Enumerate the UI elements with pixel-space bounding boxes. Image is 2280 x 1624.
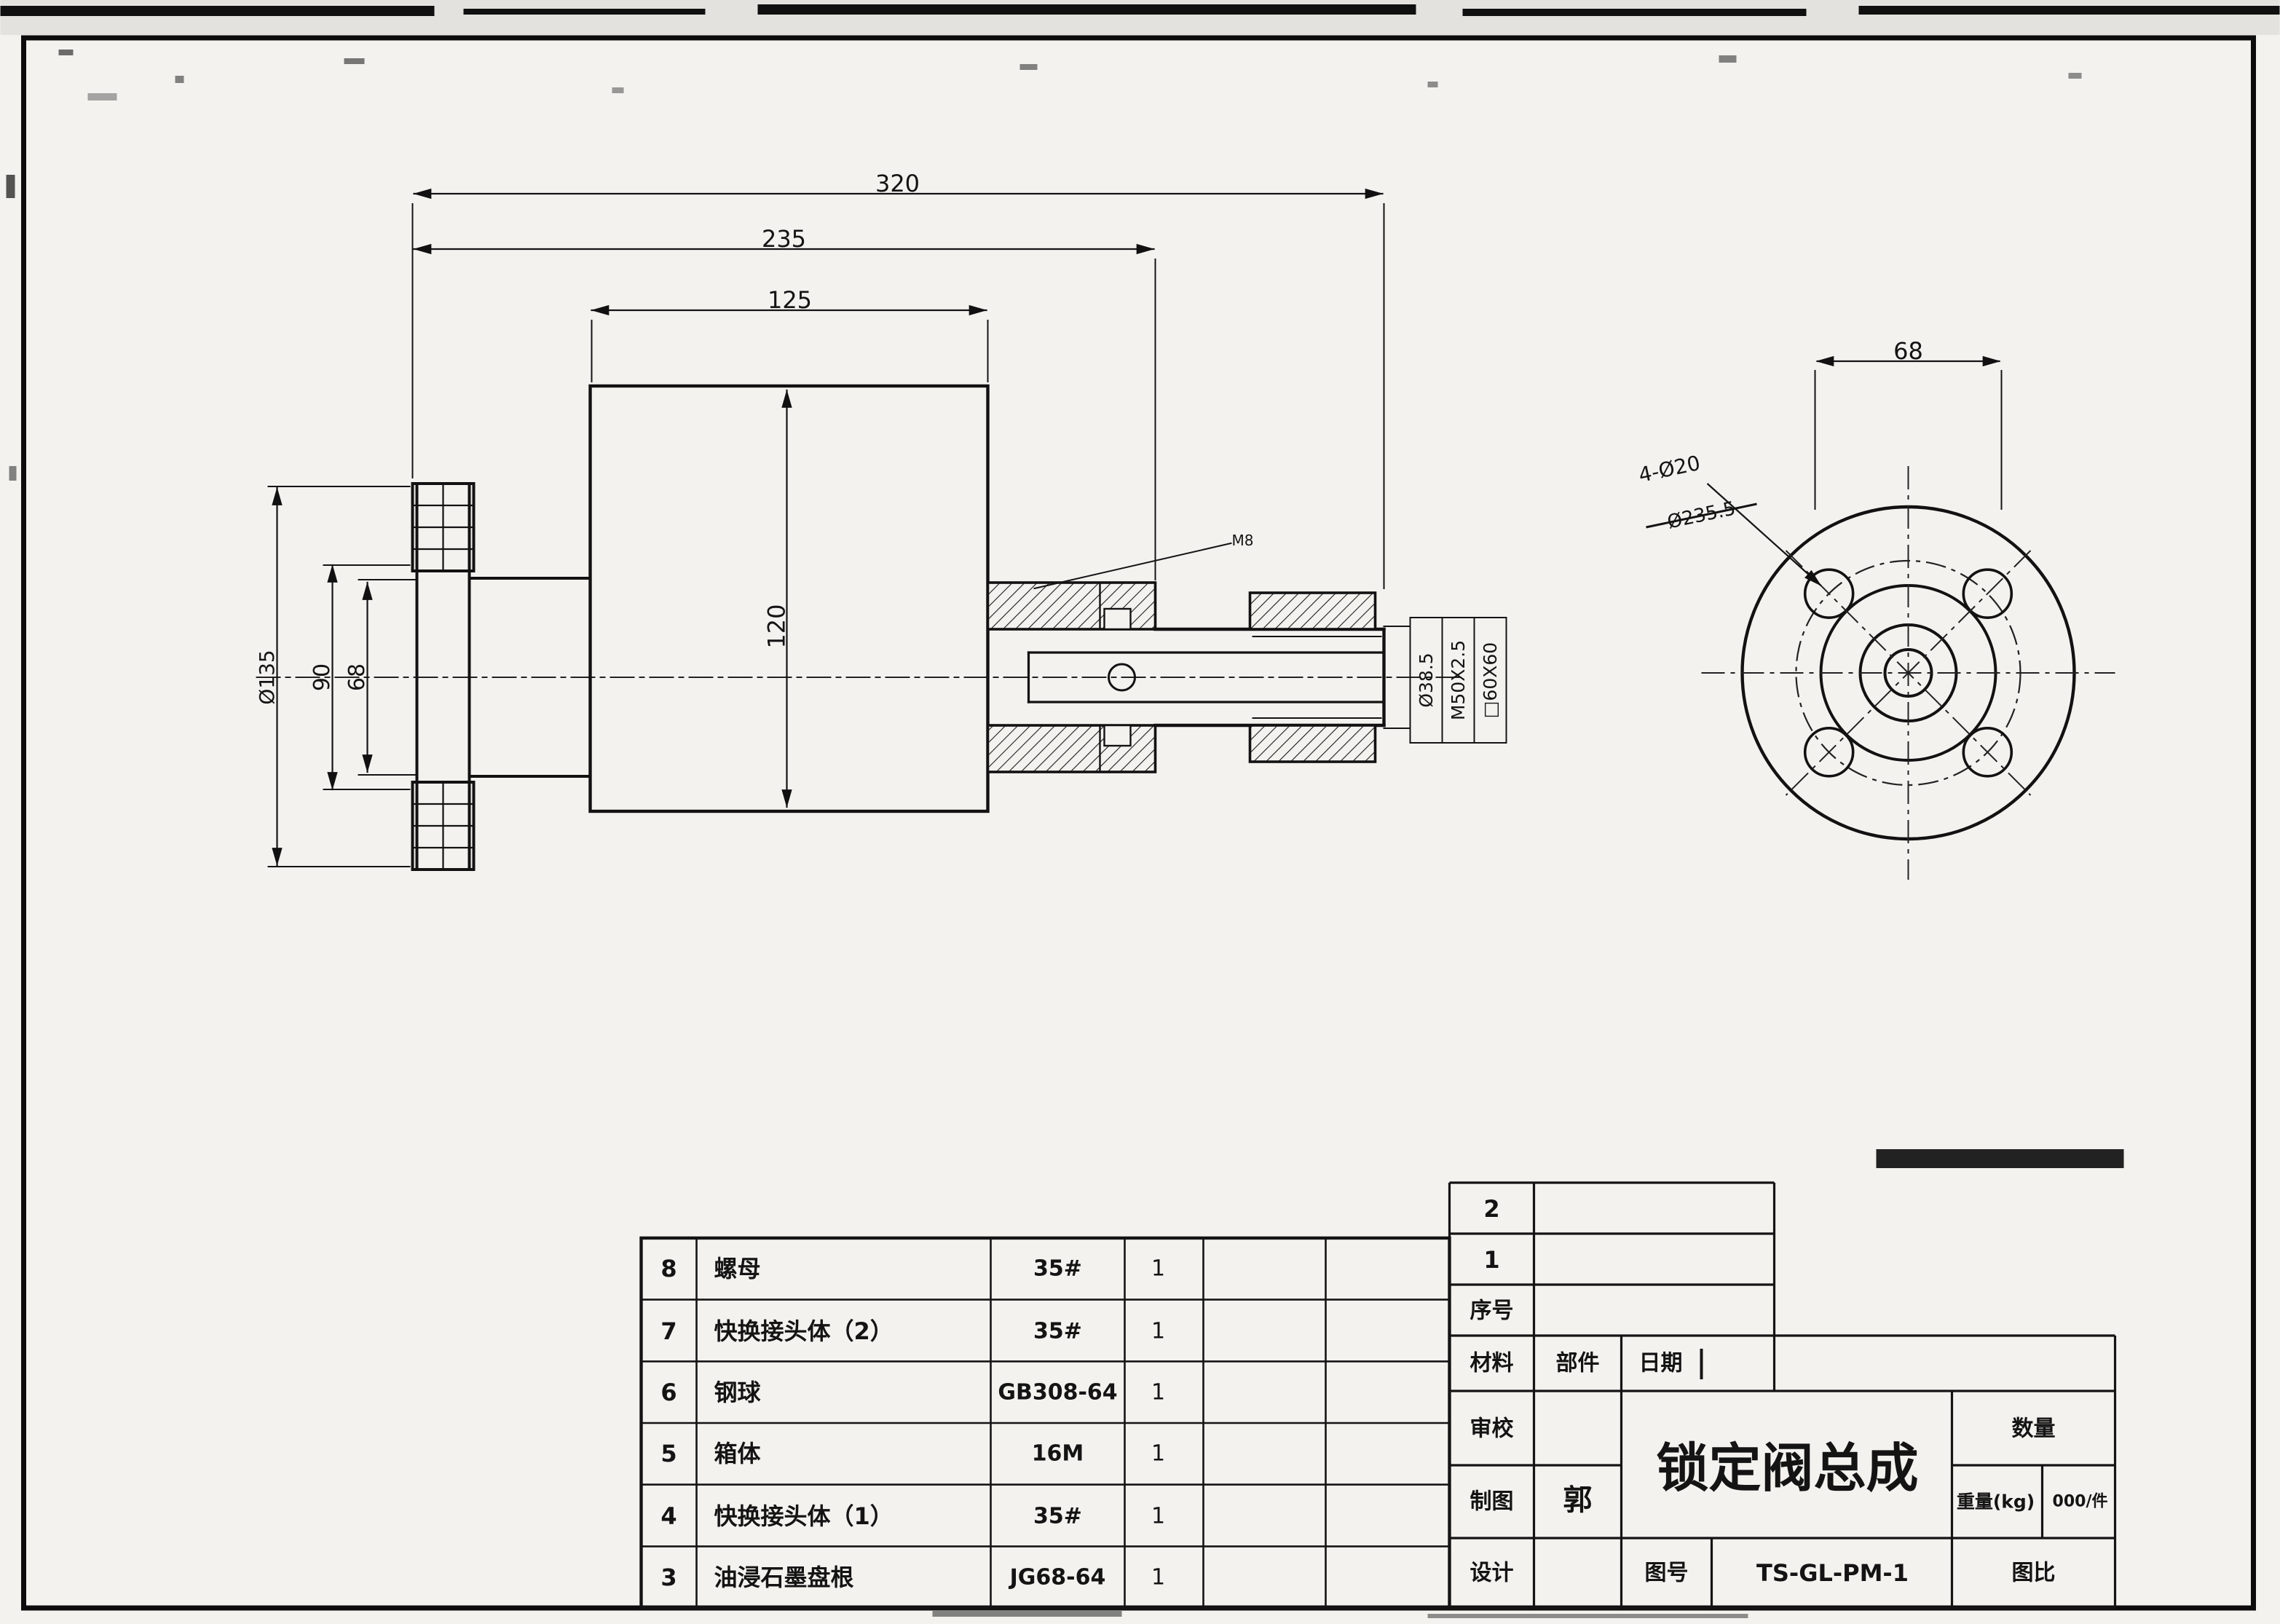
serial-row-2: 2	[1483, 1195, 1499, 1223]
part-no: 7	[660, 1317, 676, 1345]
dim-68-end-label: 68	[1893, 337, 1923, 365]
dim-320-label: 320	[875, 170, 920, 197]
parts-table: 8 螺母 35# 1 7 快换接头体（2） 35# 1 6 钢球 GB308-6…	[639, 1236, 1451, 1610]
part-name: 油浸石墨盘根	[714, 1564, 854, 1591]
part-spec: GB308-64	[998, 1380, 1117, 1406]
quantity-label: 数量	[2012, 1416, 2056, 1442]
dim-120-label: 120	[763, 604, 791, 648]
material-label: 材料	[1470, 1351, 1514, 1376]
connector-assembly	[986, 581, 1386, 773]
m8-leader-label: M8	[1232, 532, 1254, 549]
part-no: 6	[660, 1379, 676, 1406]
parts-table-grid	[641, 1238, 1450, 1608]
dim-flange-135: Ø135	[255, 486, 411, 867]
part-no: 5	[660, 1440, 676, 1467]
part-spec: JG68-64	[1009, 1565, 1106, 1591]
parts-row-7: 7 快换接头体（2） 35# 1	[660, 1317, 1165, 1345]
m8-leader-line	[1033, 542, 1232, 590]
draft-label: 制图	[1470, 1489, 1514, 1515]
part-name: 快换接头体（2）	[714, 1317, 894, 1345]
part-qty: 1	[1151, 1380, 1165, 1406]
drawing-no-label: 图号	[1645, 1561, 1689, 1586]
pipe-end-dims: Ø38.5 M50X2.5 □60X60	[1383, 617, 1507, 744]
drawing-title: 锁定阀总成	[1656, 1438, 1918, 1499]
part-name: 螺母	[714, 1255, 761, 1282]
part-no: 3	[660, 1564, 676, 1591]
draftsman-name: 郭	[1563, 1483, 1593, 1517]
design-label: 设计	[1470, 1561, 1514, 1586]
title-block: 2 1 序号 材料 部件 日期 审校 制图 郭 设计 锁定阀总成 数量 重量(k…	[1448, 1181, 2117, 1609]
dim-125: 125	[591, 286, 989, 382]
weight-label: 重量(kg)	[1957, 1491, 2035, 1513]
dim-pipe-thread-label: M50X2.5	[1448, 640, 1469, 720]
serial-label: 序号	[1470, 1298, 1514, 1324]
dim-235: 235	[413, 225, 1156, 580]
dim-pipe-bore-label: Ø38.5	[1416, 653, 1437, 707]
end-view-centerlines	[1701, 466, 2115, 880]
review-label: 审校	[1470, 1416, 1514, 1442]
parts-row-4: 4 快换接头体（1） 35# 1	[660, 1502, 1165, 1530]
scale-label: 图比	[2012, 1561, 2056, 1586]
drawing-no-value: TS-GL-PM-1	[1756, 1559, 1909, 1587]
side-view: M8 320 235 125 120 Ø135	[255, 170, 1507, 871]
dim-square-section-label: □60X60	[1480, 642, 1501, 718]
parts-row-6: 6 钢球 GB308-64 1	[660, 1379, 1165, 1406]
nut-section-bottom	[1248, 724, 1377, 763]
part-qty: 1	[1151, 1441, 1165, 1467]
parts-row-5: 5 箱体 16M 1	[660, 1440, 1165, 1467]
part-qty: 1	[1151, 1504, 1165, 1529]
part-qty: 1	[1151, 1319, 1165, 1344]
dim-68-left-label: 68	[344, 663, 370, 691]
part-name: 钢球	[714, 1379, 762, 1406]
part-qty: 1	[1151, 1256, 1165, 1282]
nut-section-top	[1248, 591, 1377, 631]
title-block-grid	[1448, 1181, 2117, 1609]
part-name: 快换接头体（1）	[714, 1502, 894, 1530]
dim-235-label: 235	[762, 225, 806, 253]
part-no: 4	[660, 1502, 676, 1530]
bolt-holes	[1803, 568, 2013, 778]
dim-68-end: 68	[1814, 337, 2003, 510]
parts-row-3: 3 油浸石墨盘根 JG68-64 1	[660, 1564, 1165, 1591]
dim-68-left: 68	[344, 579, 418, 776]
part-spec: 35#	[1033, 1256, 1082, 1282]
scan-noise	[0, 4, 2280, 1618]
part-qty: 1	[1151, 1565, 1165, 1591]
dim-125-label: 125	[768, 286, 812, 314]
left-flange	[411, 482, 592, 871]
dim-320: 320	[411, 170, 1385, 589]
steel-ball	[1108, 663, 1136, 692]
dim-90-label: 90	[309, 663, 335, 691]
strike-through-line	[1646, 502, 1757, 529]
part-spec: 35#	[1033, 1504, 1082, 1529]
serial-row-1: 1	[1483, 1246, 1499, 1274]
date-label: 日期	[1639, 1351, 1683, 1376]
part-name: 箱体	[714, 1440, 761, 1467]
dim-120: 120	[763, 389, 792, 808]
part-no: 8	[660, 1255, 676, 1282]
parts-row-8: 8 螺母 35# 1	[660, 1255, 1165, 1282]
dim-135-label: Ø135	[255, 650, 279, 704]
dim-90: 90	[309, 564, 411, 791]
part-spec: 16M	[1032, 1441, 1084, 1467]
part-spec: 35#	[1033, 1319, 1082, 1344]
component-label: 部件	[1556, 1351, 1600, 1376]
weight-value: 000/件	[2053, 1493, 2108, 1511]
